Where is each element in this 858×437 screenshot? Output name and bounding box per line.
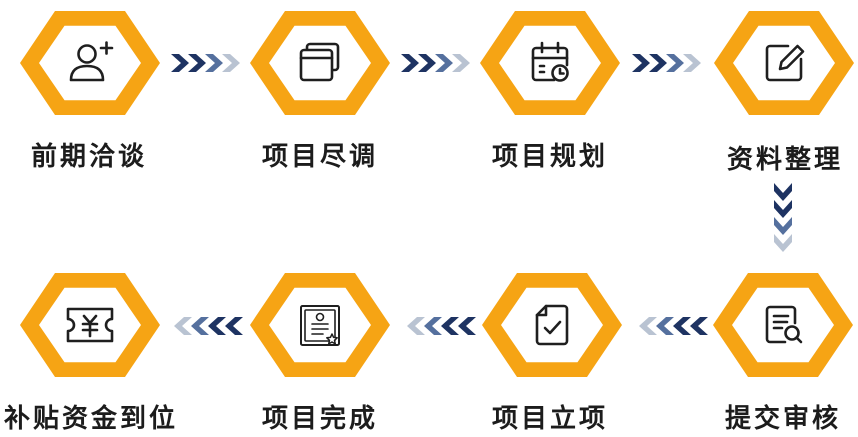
- chevron-left-icon: [225, 317, 243, 335]
- chevron-right-icon: [683, 54, 701, 72]
- chevron-right-icon: [205, 54, 223, 72]
- edit-icon: [765, 44, 805, 82]
- step-node-2: [250, 11, 390, 115]
- chevron-left-icon: [441, 317, 459, 335]
- chevron-left-icon: [424, 317, 442, 335]
- chevron-down-icon: [774, 200, 792, 218]
- step-label-7: 项目完成: [261, 404, 378, 434]
- chevron-right-icon: [171, 54, 189, 72]
- chevron-right-icon: [452, 54, 470, 72]
- chevron-right-icon: [188, 54, 206, 72]
- chevron-right-icon: [222, 54, 240, 72]
- user-add-icon: [69, 41, 114, 82]
- step-label-5: 提交审核: [724, 404, 841, 434]
- browser-windows-icon: [299, 42, 340, 82]
- chevron-left-icon: [208, 317, 226, 335]
- hexagon-inner: [501, 287, 603, 363]
- flow-arrow-4-5: [774, 183, 792, 252]
- document-check-icon: [535, 304, 569, 346]
- step-label-6: 项目立项: [491, 404, 608, 434]
- flow-arrow-7-8: [174, 317, 243, 335]
- hexagon-inner: [499, 25, 601, 101]
- chevron-left-icon: [673, 317, 691, 335]
- chevron-right-icon: [418, 54, 436, 72]
- step-node-5: [713, 273, 853, 377]
- flow-arrow-2-3: [401, 54, 470, 72]
- chevron-left-icon: [174, 317, 192, 335]
- calendar-clock-icon: [531, 41, 569, 82]
- yuan-ticket-icon: [66, 307, 114, 343]
- chevron-left-icon: [191, 317, 209, 335]
- chevron-right-icon: [632, 54, 650, 72]
- chevron-right-icon: [666, 54, 684, 72]
- chevron-right-icon: [401, 54, 419, 72]
- certificate-icon: [300, 305, 340, 346]
- chevron-left-icon: [458, 317, 476, 335]
- step-node-6: [482, 273, 622, 377]
- step-label-1: 前期洽谈: [30, 142, 147, 172]
- chevron-left-icon: [639, 317, 657, 335]
- chevron-right-icon: [435, 54, 453, 72]
- step-label-3: 项目规划: [491, 142, 608, 172]
- step-node-8: [20, 273, 160, 377]
- document-search-icon: [765, 305, 803, 344]
- chevron-left-icon: [690, 317, 708, 335]
- chevron-left-icon: [407, 317, 425, 335]
- hexagon-inner: [733, 25, 835, 101]
- hexagon-inner: [732, 287, 834, 363]
- step-node-4: [714, 11, 854, 115]
- flow-arrow-1-2: [171, 54, 240, 72]
- flow-arrow-5-6: [639, 317, 708, 335]
- step-label-4: 资料整理: [726, 145, 843, 175]
- flow-arrow-6-7: [407, 317, 476, 335]
- step-label-2: 项目尽调: [261, 142, 378, 172]
- step-node-3: [480, 11, 620, 115]
- flow-arrow-3-4: [632, 54, 701, 72]
- step-node-7: [250, 273, 390, 377]
- chevron-down-icon: [774, 234, 792, 252]
- hexagon-inner: [269, 287, 371, 363]
- step-label-8: 补贴资金到位: [3, 404, 178, 434]
- step-node-1: [20, 11, 160, 115]
- chevron-down-icon: [774, 183, 792, 201]
- chevron-left-icon: [656, 317, 674, 335]
- chevron-right-icon: [649, 54, 667, 72]
- chevron-down-icon: [774, 217, 792, 235]
